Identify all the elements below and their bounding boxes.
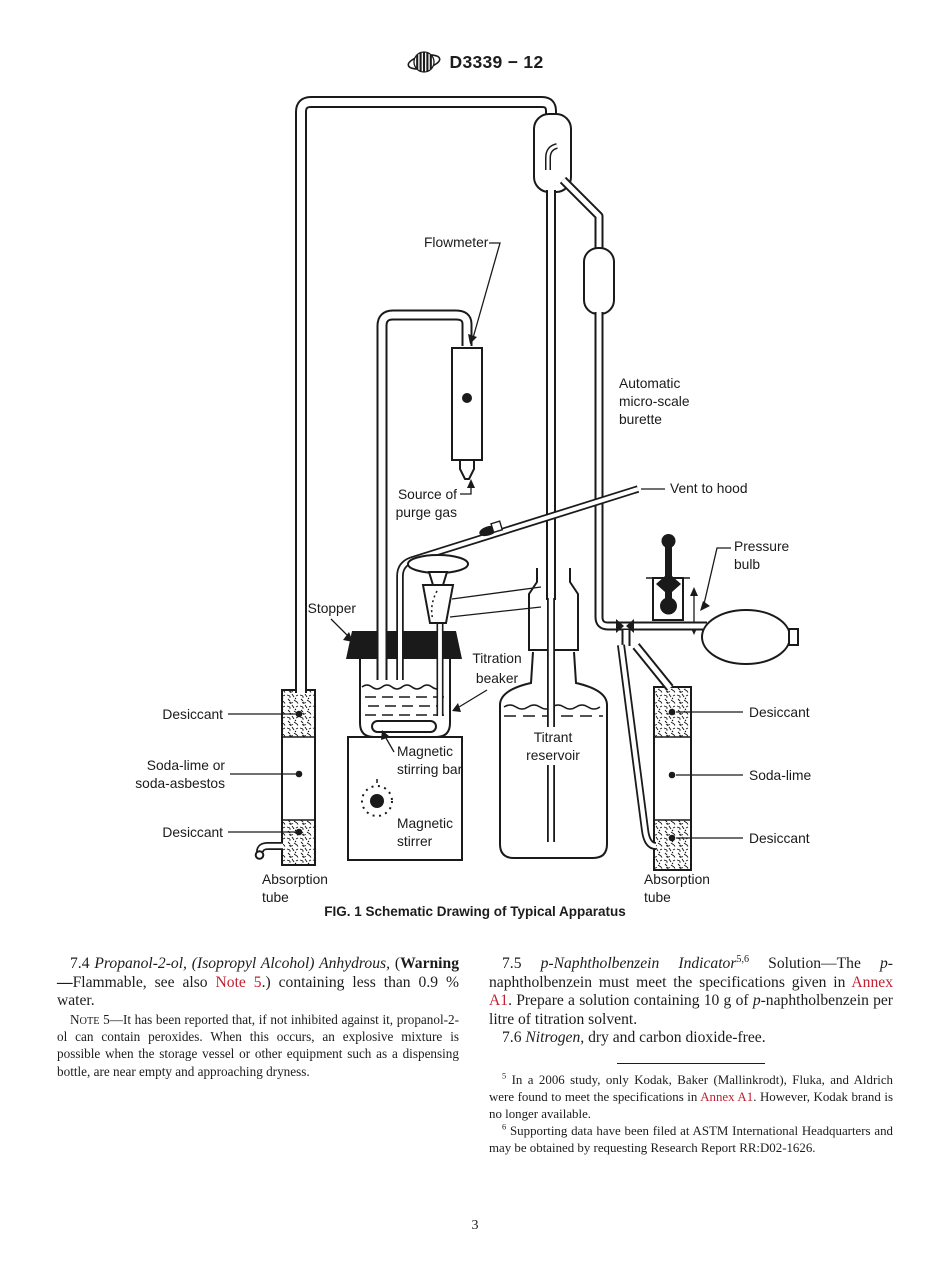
- label-purge-gas: Source of: [398, 487, 457, 502]
- magnetic-stirring-bar: [371, 720, 437, 733]
- svg-text:soda-asbestos: soda-asbestos: [135, 776, 225, 791]
- label-titrant-reservoir: Titrant: [534, 730, 573, 745]
- automatic-micro-scale-burette: [546, 176, 706, 850]
- vent-stopcock: [479, 520, 504, 537]
- label-flowmeter: Flowmeter: [424, 235, 489, 250]
- label-magnetic-stirrer: Magnetic: [397, 816, 453, 831]
- svg-text:stirring bar: stirring bar: [397, 762, 463, 777]
- italic-p: p: [879, 955, 888, 972]
- text-run: . However, Kodak brand is no longer avai…: [489, 1089, 893, 1121]
- figure-labels: Flowmeter Automatic micro-scale burette …: [135, 235, 811, 905]
- warning-label: Warning—: [57, 955, 459, 991]
- standard-designation: D3339 − 12: [449, 51, 544, 72]
- reagent-title: Nitrogen,: [521, 1029, 585, 1047]
- section-7-4: 7.4 Propanol-2-ol, (Isopropyl Alcohol) A…: [57, 955, 459, 1011]
- label-vent: Vent to hood: [670, 481, 748, 496]
- right-absorption-tube: [653, 686, 692, 871]
- reagent-title: p-Naphtholbenzein Indicator: [521, 955, 737, 972]
- note-label-caps: OTE: [79, 1015, 100, 1027]
- text-run: dry and carbon dioxide-free.: [584, 1029, 766, 1047]
- astm-logo-icon: [406, 51, 441, 73]
- label-left-desiccant-bottom: Desiccant: [162, 825, 223, 840]
- label-right-sodalime: Soda-lime: [749, 768, 811, 783]
- label-right-absorption-tube: Absorption: [644, 872, 710, 887]
- label-left-sodalime: Soda-lime or: [147, 758, 226, 773]
- label-titration-beaker: Titration: [472, 651, 521, 666]
- svg-text:stirrer: stirrer: [397, 834, 433, 849]
- svg-text:beaker: beaker: [476, 671, 519, 686]
- text-run: Flammable, see also: [72, 973, 216, 991]
- footnote-rule: [617, 1062, 765, 1064]
- burette-stopcock: [407, 554, 542, 624]
- svg-text:tube: tube: [644, 890, 671, 905]
- flowmeter: [451, 347, 483, 480]
- apparatus-figure: Flowmeter Automatic micro-scale burette …: [135, 96, 811, 905]
- section-number: 7.5: [502, 955, 522, 972]
- text-run: .) containing less than 0.9 % water.: [57, 973, 459, 1010]
- right-column: 7.5 p-Naphtholbenzein Indicator5,6 Solut…: [489, 953, 894, 1157]
- label-right-desiccant-bottom: Desiccant: [749, 831, 810, 846]
- text-run: . Prepare a solution containing 10 g of: [508, 992, 753, 1010]
- svg-text:tube: tube: [262, 890, 289, 905]
- footnote-6: 6 Supporting data have been filed at AST…: [489, 1123, 893, 1157]
- pressure-valve: [616, 534, 698, 635]
- note-5: NOTE 5—It has been reported that, if not…: [57, 1011, 459, 1080]
- label-right-desiccant-top: Desiccant: [749, 705, 810, 720]
- left-column: 7.4 Propanol-2-ol, (Isopropyl Alcohol) A…: [57, 955, 459, 1080]
- page-number: 3: [471, 1218, 479, 1233]
- label-pressure-bulb: Pressure: [734, 539, 790, 554]
- annex-a1-link[interactable]: Annex A1: [489, 973, 893, 1010]
- section-number: 7.4: [70, 955, 90, 972]
- svg-text:purge gas: purge gas: [396, 505, 457, 520]
- reagent-title: Propanol-2-ol, (Isopropyl Alcohol) Anhyd…: [89, 955, 390, 972]
- label-left-desiccant-top: Desiccant: [162, 707, 223, 722]
- svg-text:burette: burette: [619, 412, 662, 427]
- label-stopper: Stopper: [308, 601, 357, 616]
- page-header: D3339 − 12: [0, 50, 950, 74]
- text-run: Solution—The: [749, 955, 880, 972]
- stopper: [346, 631, 462, 659]
- svg-text:micro-scale: micro-scale: [619, 394, 690, 409]
- footnote-5: 5 In a 2006 study, only Kodak, Baker (Ma…: [489, 1072, 893, 1123]
- text-run: Supporting data have been filed at ASTM …: [489, 1124, 893, 1156]
- magnetic-stirrer: [347, 736, 463, 861]
- titrant-reservoir: [499, 400, 608, 859]
- purge-gas-loop-tube: [295, 96, 557, 693]
- text-run: (: [389, 955, 401, 972]
- footnote-ref-5-6[interactable]: 5,6: [736, 953, 750, 965]
- svg-text:reservoir: reservoir: [526, 748, 580, 763]
- section-7-6: 7.6 Nitrogen, dry and carbon dioxide-fre…: [489, 1029, 893, 1048]
- text-run: 5—It has been reported that, if not inhi…: [57, 1011, 459, 1079]
- section-number: 7.6: [502, 1029, 522, 1047]
- label-left-absorption-tube: Absorption: [262, 872, 328, 887]
- text-run: In a 2006 study, only Kodak, Baker (Mall…: [489, 1072, 893, 1104]
- figure-caption: FIG. 1 Schematic Drawing of Typical Appa…: [324, 904, 626, 919]
- text-run: -naphtholbenzein must meet the specifica…: [489, 955, 893, 991]
- italic-p: p: [752, 992, 761, 1010]
- svg-text:bulb: bulb: [734, 557, 760, 572]
- note-5-link[interactable]: Note 5: [215, 973, 262, 991]
- footnote-number: 5: [502, 1071, 507, 1081]
- footnote-number: 6: [502, 1122, 507, 1132]
- annex-a1-link[interactable]: Annex A1: [700, 1089, 754, 1104]
- label-burette: Automatic: [619, 376, 680, 391]
- label-stirring-bar: Magnetic: [397, 744, 453, 759]
- note-label: N: [70, 1011, 80, 1027]
- text-run: -naphtholbenzein per litre of titration …: [489, 992, 894, 1028]
- section-7-5: 7.5 p-Naphtholbenzein Indicator5,6 Solut…: [489, 953, 894, 1029]
- pressure-bulb: [683, 609, 799, 665]
- left-absorption-tube: [254, 689, 316, 866]
